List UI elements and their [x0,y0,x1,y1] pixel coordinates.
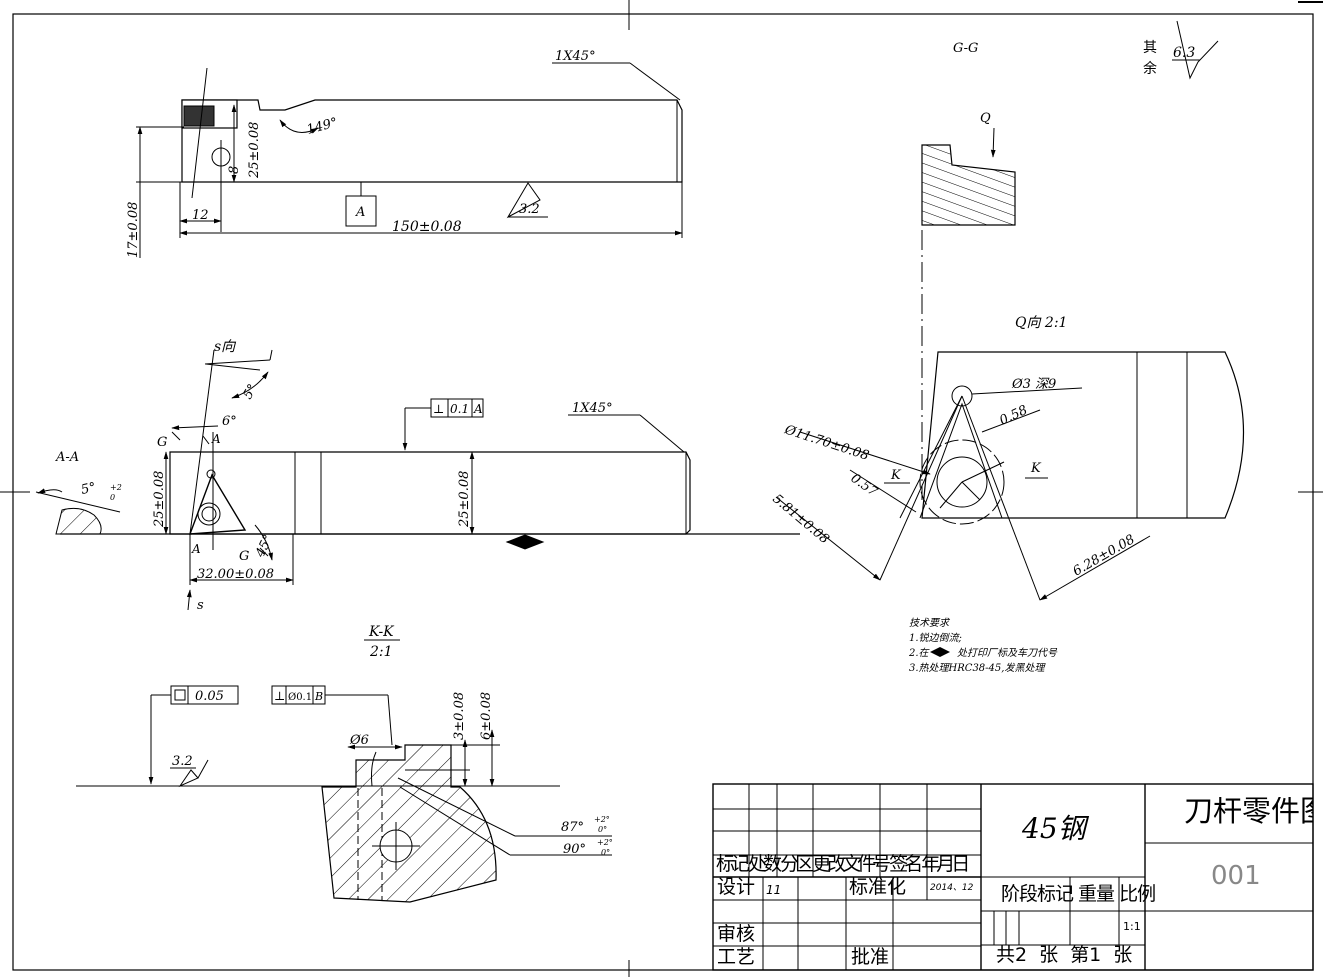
kk-angle-87-zero: 0° [598,825,607,834]
review-label: 审核 [717,923,756,945]
perp-datum: A [473,402,483,416]
q-view-581: 5.81±0.08 [769,492,831,548]
q-view-1170: Ø11.70±0.08 [782,422,871,464]
q-view-628: 6.28±0.08 [1071,532,1138,579]
tech-req-item2a: 2.在 [908,647,931,659]
kk-dim-6: 6±0.08 [479,692,494,740]
top-roughness: 3.2 [519,202,540,217]
front-angle-6: 6° [222,414,237,429]
stage-header: 阶段标记 重量 比例 [1001,883,1156,905]
kk-perp-datum: B [314,690,323,703]
a-mark-bottom: A [191,542,201,556]
perp-symbol: ⊥ [433,402,444,416]
tech-req-title: 技术要求 [909,617,951,629]
section-aa-tol-zero: 0 [110,493,115,502]
q-view-label: Q向 2:1 [1015,315,1067,331]
section-aa-angle: 5° [80,480,98,498]
section-gg-q: Q [980,111,991,126]
section-gg-label: G-G [953,41,978,56]
kk-dia: Ø6 [349,733,369,748]
top-dim-17: 17±0.08 [126,202,141,258]
q-view-hole: Ø3 深9 [1011,377,1056,392]
tech-req-item2b: 处打印厂标及车刀代号 [957,647,1058,659]
drawing-number: 001 [1211,861,1261,891]
front-height-right: 25±0.08 [457,471,472,528]
roughness-note-value: 6.3 [1173,45,1195,61]
g-mark-top: G [157,435,167,450]
section-aa [35,488,121,535]
approve-label: 批准 [851,946,890,968]
perp-value: 0.1 [450,402,469,416]
drawing-title: 刀杆零件图 [1184,797,1313,826]
s-view-label: s向 [214,339,237,355]
kk-angle-87: 87° [561,820,584,835]
front-angle-5: 5° [240,382,260,402]
front-view [60,349,800,611]
q-view [775,351,1245,601]
kk-angle-90-plus: +2° [597,838,613,847]
s-arrow-label: s [197,598,204,613]
front-width-32: 32.00±0.08 [197,567,274,582]
kk-roughness: 3.2 [172,754,193,769]
top-height-label: 25±0.08 [247,122,262,179]
kk-angle-87-plus: +2° [594,815,610,824]
top-length: 150±0.08 [392,219,462,235]
section-kk [76,639,612,903]
tech-req-item1: 1.锐边倒流; [909,632,962,644]
datum-a-label: A [355,205,365,220]
date-value: 2014、12 [930,883,974,893]
section-aa-label: A-A [55,450,79,465]
kk-angle-90: 90° [563,842,586,857]
q-view-k-left: K [890,468,902,483]
top-chamfer-label: 1X45° [555,49,596,64]
roughness-note-2: 余 [1143,60,1157,77]
top-angle-label: 149° [305,115,339,138]
front-height-left: 25±0.08 [152,471,167,528]
top-dim-8: 8 [227,166,242,174]
flatness-value: 0.05 [195,689,224,704]
top-dim-12: 12 [192,208,209,223]
q-view-058: 0.58 [997,403,1030,429]
q-view-k-right: K [1030,461,1042,476]
kk-dim-3: 3±0.08 [452,692,467,740]
section-aa-tol-plus: +2 [110,483,122,492]
kk-perp-symbol: ⊥ [274,689,285,703]
a-mark-top: A [211,432,221,446]
row-header: 标记 处数 分区 更改文件号 签名 年月日 [716,853,970,875]
kk-perp-value: Ø0.1 [288,692,312,703]
front-chamfer-label: 1X45° [572,401,613,416]
engrave-mark-icon [930,647,950,657]
scale-value: 1:1 [1123,920,1141,933]
section-kk-scale: 2:1 [369,644,393,660]
roughness-note-1: 其 [1143,40,1157,56]
title-block-grid [712,783,1314,971]
material-label: 45钢 [1022,812,1086,845]
kk-angle-90-zero: 0° [601,848,610,857]
design-number: 11 [766,883,782,897]
process-label: 工艺 [717,946,756,968]
section-gg [921,20,1219,500]
front-angle-45: 45° [253,532,277,560]
design-label: 设计 [717,876,756,898]
g-mark-bottom: G [239,549,249,564]
top-view [136,62,683,258]
tech-req-item3: 3.热处理HRC38-45,发黑处理 [909,662,1046,674]
sheet-info: 共2 张 第1 张 [996,944,1133,966]
section-kk-label: K-K [368,624,395,640]
standardize-label: 标准化 [849,876,907,898]
q-view-057: 0.57 [848,471,881,500]
